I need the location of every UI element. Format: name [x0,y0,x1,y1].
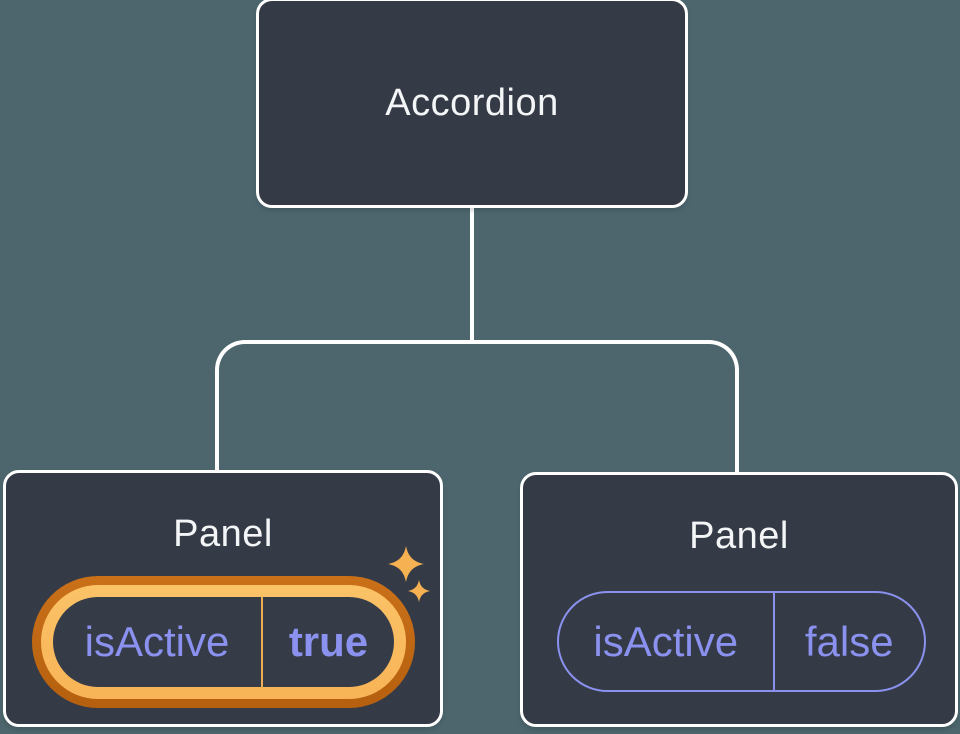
state-key-label: isActive [84,618,230,665]
state-pill-highlighted: isActive true [32,576,415,708]
panel-node-label: Panel [689,515,789,557]
state-pill-core: isActive true [53,597,394,687]
state-value-label: true [288,618,369,665]
panel-node-label: Panel [173,513,273,555]
state-value-label: false [804,617,894,665]
state-key-cell: isActive [559,593,775,690]
connector-branch [215,340,739,472]
state-value-cell: false [775,593,924,690]
state-pill-plain: isActive false [557,591,926,692]
state-pill-inner-ring: isActive true [41,585,406,699]
tree-node-accordion: Accordion [256,0,688,208]
state-key-cell: isActive [53,597,263,687]
tree-node-panel-active: Panel isActive true [3,470,443,727]
accordion-node-label: Accordion [385,81,559,124]
sparkle-icon [388,546,424,582]
tree-node-panel-inactive: Panel isActive false [520,472,958,727]
state-key-label: isActive [593,617,739,665]
state-value-cell: true [263,597,394,687]
connector-root-stem [470,206,474,344]
sparkle-icon [408,580,430,602]
